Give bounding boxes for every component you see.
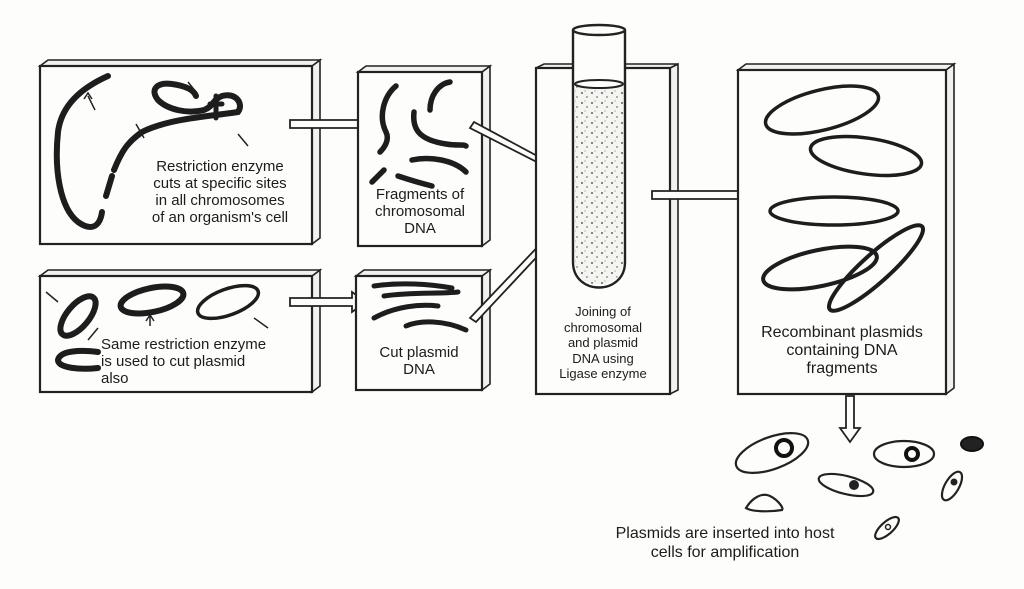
cut-site-arrows xyxy=(83,81,249,147)
plasmid-loop xyxy=(57,293,99,339)
label-line: Cut plasmid xyxy=(379,344,459,361)
host-cell xyxy=(872,439,936,469)
host-cell xyxy=(734,432,810,474)
plasmid-loop xyxy=(117,283,187,317)
label-line: Restriction enzyme xyxy=(156,158,284,175)
label-line: of an organism's cell xyxy=(151,209,289,226)
label-recombinant: Recombinant plasmids containing DNA frag… xyxy=(738,324,946,378)
plasmid-fragment xyxy=(54,348,101,372)
host-cell xyxy=(744,493,784,513)
label-line: and plasmid xyxy=(567,335,639,350)
label-line: chromosomal xyxy=(374,203,466,220)
box-cut-plasmid xyxy=(353,268,493,392)
label-chromosome-cut: Restriction enzyme cuts at specific site… xyxy=(130,158,310,226)
plasmid-loop xyxy=(195,283,261,321)
arrow-to-host-cells xyxy=(838,395,862,444)
label-line: Ligase enzyme xyxy=(559,366,647,381)
label-ligation: Joining of chromosomal and plasmid DNA u… xyxy=(536,304,670,382)
host-cells xyxy=(734,432,984,541)
label-line: in all chromosomes xyxy=(155,192,285,209)
label-line: cuts at specific sites xyxy=(153,175,287,192)
label-line: Joining of xyxy=(575,304,631,319)
label-line: Fragments of xyxy=(375,186,465,203)
dna-fragments xyxy=(369,79,469,189)
label-chromosomal-fragments: Fragments of chromosomal DNA xyxy=(358,186,482,237)
label-line: DNA xyxy=(403,361,435,378)
label-line: cells for amplification xyxy=(650,544,800,561)
chromosome-cross xyxy=(207,93,225,121)
box-recombinant xyxy=(735,62,957,396)
label-line: Same restriction enzyme xyxy=(101,336,267,353)
label-line: fragments xyxy=(806,360,878,377)
label-line: containing DNA xyxy=(786,342,898,359)
label-line: DNA using xyxy=(572,350,634,366)
label-line: also xyxy=(101,370,129,387)
test-tube xyxy=(571,23,627,289)
box-ligation xyxy=(534,23,679,396)
cut-site-arrows xyxy=(45,291,269,341)
label-line: Recombinant plasmids xyxy=(761,324,923,341)
box-chromosome-cut xyxy=(37,58,323,246)
recombinant-plasmids xyxy=(761,84,926,313)
label-plasmid-cut: Same restriction enzyme is used to cut p… xyxy=(101,336,311,387)
plasmid-fragments xyxy=(371,281,469,333)
box-plasmid-cut xyxy=(37,268,323,394)
label-line: chromosomal xyxy=(563,319,643,335)
label-line: DNA xyxy=(404,220,436,237)
box-chromosomal-fragments xyxy=(355,64,493,248)
host-cell xyxy=(817,472,875,498)
host-cell xyxy=(940,470,964,502)
label-host-cells: Plasmids are inserted into host cells fo… xyxy=(580,524,870,562)
label-line: Plasmids are inserted into host xyxy=(615,525,835,542)
tube-liquid xyxy=(575,84,623,285)
label-cut-plasmid: Cut plasmid DNA xyxy=(356,344,482,378)
host-cell xyxy=(874,515,900,541)
label-line: is used to cut plasmid xyxy=(101,353,246,370)
host-cell xyxy=(960,436,984,452)
